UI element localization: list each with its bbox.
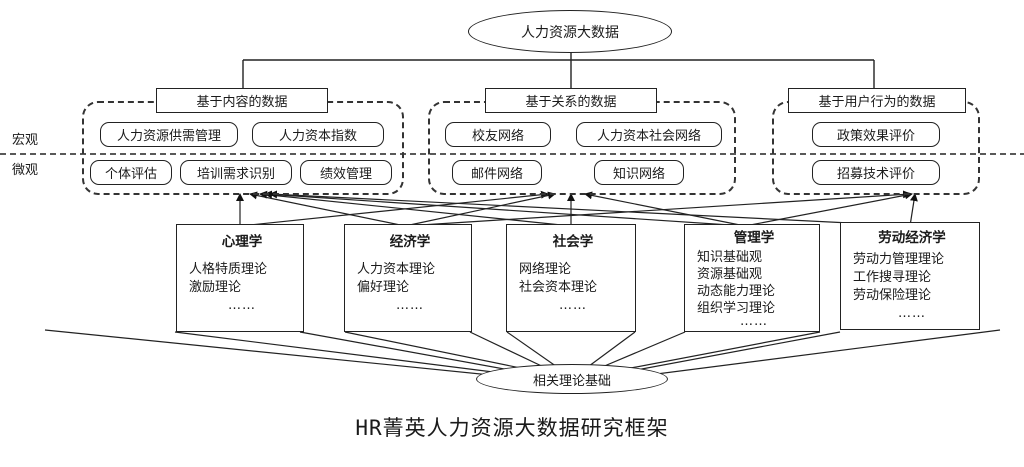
group-content-header: 基于内容的数据 bbox=[156, 88, 328, 113]
theory-item: 资源基础观 bbox=[697, 267, 763, 282]
node-knowledge-network: 知识网络 bbox=[594, 160, 684, 185]
macro-label: 宏观 bbox=[12, 133, 39, 148]
figure-caption: HR菁英人力资源大数据研究框架 bbox=[355, 416, 669, 440]
node-human-capital-index: 人力资本指数 bbox=[252, 122, 384, 147]
theory-economics: 经济学 人力资本理论 偏好理论 …… bbox=[344, 224, 472, 332]
theory-title: 社会学 bbox=[552, 234, 594, 250]
root-label: 人力资源大数据 bbox=[521, 24, 619, 41]
node-email-network: 邮件网络 bbox=[452, 160, 542, 185]
theory-more: …… bbox=[559, 298, 587, 313]
theory-title: 心理学 bbox=[221, 234, 263, 250]
theory-more: …… bbox=[740, 314, 768, 329]
theory-item: 组织学习理论 bbox=[697, 301, 776, 316]
node-policy-evaluation: 政策效果评价 bbox=[812, 122, 940, 147]
theory-item: 动态能力理论 bbox=[697, 284, 776, 299]
node-human-capital-social-network: 人力资本社会网络 bbox=[576, 122, 722, 147]
theory-title: 管理学 bbox=[733, 230, 775, 246]
theory-item: 工作搜寻理论 bbox=[853, 270, 932, 285]
node-individual-assessment: 个体评估 bbox=[90, 160, 172, 185]
foundation-label: 相关理论基础 bbox=[532, 373, 611, 389]
node-recruitment-tech-evaluation: 招募技术评价 bbox=[812, 160, 940, 185]
theory-labor-economics: 劳动经济学 劳动力管理理论 工作搜寻理论 劳动保险理论 …… bbox=[840, 222, 980, 330]
theory-title: 经济学 bbox=[389, 234, 431, 250]
theory-more: …… bbox=[396, 298, 424, 313]
group-relation-header: 基于关系的数据 bbox=[485, 88, 657, 113]
theory-psychology: 心理学 人格特质理论 激励理论 …… bbox=[176, 224, 304, 332]
theory-more: …… bbox=[228, 298, 256, 313]
node-alumni-network: 校友网络 bbox=[445, 122, 551, 147]
theory-item: 网络理论 bbox=[519, 262, 572, 277]
micro-label: 微观 bbox=[12, 163, 39, 178]
theory-item: 激励理论 bbox=[189, 280, 242, 295]
theory-item: 人格特质理论 bbox=[189, 262, 268, 277]
theory-item: 人力资本理论 bbox=[357, 262, 436, 277]
theory-more: …… bbox=[898, 306, 926, 321]
node-performance-management: 绩效管理 bbox=[300, 160, 392, 185]
theory-item: 劳动力管理理论 bbox=[853, 252, 945, 267]
theory-sociology: 社会学 网络理论 社会资本理论 …… bbox=[506, 224, 636, 332]
node-training-needs: 培训需求识别 bbox=[180, 160, 292, 185]
node-hr-supply-demand: 人力资源供需管理 bbox=[100, 122, 238, 147]
theory-arrows bbox=[236, 190, 918, 227]
theory-item: 劳动保险理论 bbox=[853, 288, 932, 303]
theory-foundation-node: 相关理论基础 bbox=[476, 364, 668, 394]
big-data-root-node: 人力资源大数据 bbox=[468, 10, 672, 53]
theory-item: 社会资本理论 bbox=[519, 280, 598, 295]
theory-item: 偏好理论 bbox=[357, 280, 410, 295]
theory-title: 劳动经济学 bbox=[878, 230, 946, 246]
theory-item: 知识基础观 bbox=[697, 250, 763, 265]
group-behavior-header: 基于用户行为的数据 bbox=[788, 88, 966, 113]
theory-management: 管理学 知识基础观 资源基础观 动态能力理论 组织学习理论 …… bbox=[684, 224, 820, 332]
bottom-fan-lines bbox=[44, 329, 1001, 379]
